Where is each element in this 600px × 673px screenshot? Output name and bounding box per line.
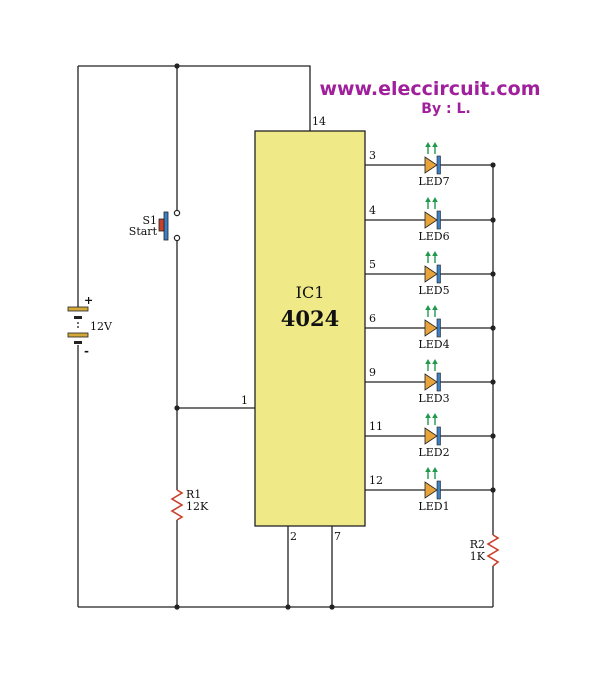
led-triangle xyxy=(424,373,438,391)
output-pin-label: 9 xyxy=(369,366,376,379)
r1-ref: R1 xyxy=(186,488,201,501)
led-label: LED1 xyxy=(418,500,449,513)
battery-plate-positive xyxy=(67,306,89,312)
switch-ref: S1 xyxy=(142,214,157,227)
light-arrow-head-icon xyxy=(432,467,438,472)
led-label: LED5 xyxy=(418,284,449,297)
led-cathode-bar xyxy=(436,426,441,446)
switch-contact-bottom xyxy=(173,234,181,242)
battery-plate-negative xyxy=(74,316,82,319)
led-triangle xyxy=(424,319,438,337)
light-arrow-head-icon xyxy=(432,413,438,418)
pin-label-vdd: 14 xyxy=(312,115,326,128)
light-arrow-head-icon xyxy=(425,197,431,202)
battery-voltage: 12V xyxy=(90,320,113,333)
switch-name: Start xyxy=(129,225,158,238)
r2-value: 1K xyxy=(470,550,486,563)
light-arrow-head-icon xyxy=(425,467,431,472)
battery-plate-negative-2 xyxy=(74,341,82,344)
pin-label-clock: 1 xyxy=(241,394,248,407)
r2-ref: R2 xyxy=(470,538,485,551)
light-arrow-head-icon xyxy=(425,413,431,418)
resistor-r2: R2 1K xyxy=(470,534,500,567)
light-arrow-head-icon xyxy=(425,142,431,147)
light-arrow-head-icon xyxy=(432,197,438,202)
resistor-r1: R1 12K xyxy=(170,488,209,521)
output-pin-label: 11 xyxy=(369,420,383,433)
led-label: LED6 xyxy=(418,230,449,243)
start-switch: S1 Start xyxy=(129,209,181,242)
led-cathode-bar xyxy=(436,210,441,230)
led-label: LED3 xyxy=(418,392,449,405)
light-arrow-head-icon xyxy=(432,142,438,147)
junction-dot xyxy=(174,405,180,411)
switch-actuator-bar xyxy=(163,211,169,241)
led-triangle xyxy=(424,156,438,174)
led-cathode-bar xyxy=(436,264,441,284)
led-label: LED7 xyxy=(418,175,449,188)
ic-part-number: 4024 xyxy=(281,306,339,331)
output-pin-label: 6 xyxy=(369,312,376,325)
ic-body xyxy=(254,130,366,527)
pin-label-reset: 2 xyxy=(290,530,297,543)
led-triangle xyxy=(424,265,438,283)
light-arrow-head-icon xyxy=(432,251,438,256)
junction-dot xyxy=(329,604,335,610)
led-cathode-bar xyxy=(436,480,441,500)
pin-label-gnd: 7 xyxy=(334,530,341,543)
ic-name: IC1 xyxy=(296,283,325,302)
output-pin-label: 4 xyxy=(369,204,376,217)
junction-dot xyxy=(490,487,496,493)
junction-dot xyxy=(490,325,496,331)
led-label: LED2 xyxy=(418,446,449,459)
led-label: LED4 xyxy=(418,338,449,351)
light-arrow-head-icon xyxy=(425,305,431,310)
battery-plate-positive-2 xyxy=(67,332,89,338)
junction-dot xyxy=(490,271,496,277)
output-pin-label: 3 xyxy=(369,149,376,162)
battery-minus-sign: - xyxy=(84,344,89,358)
author-credit: By : L. xyxy=(421,101,470,117)
r1-value: 12K xyxy=(186,500,209,513)
light-arrow-head-icon xyxy=(432,305,438,310)
site-watermark: www.eleccircuit.com xyxy=(319,78,540,100)
r1-zigzag xyxy=(170,489,184,521)
led-triangle xyxy=(424,481,438,499)
light-arrow-head-icon xyxy=(432,359,438,364)
junction-dot xyxy=(174,63,180,69)
led-cathode-bar xyxy=(436,155,441,175)
battery-plus-sign: + xyxy=(84,294,93,307)
junction-dot xyxy=(285,604,291,610)
junction-dot xyxy=(490,379,496,385)
led-cathode-bar xyxy=(436,318,441,338)
r2-zigzag xyxy=(486,534,500,567)
top-rail-wire xyxy=(78,65,311,131)
junction-dot xyxy=(490,162,496,168)
led-triangle xyxy=(424,211,438,229)
junction-dot xyxy=(174,604,180,610)
output-pin-label: 5 xyxy=(369,258,376,271)
junction-dot xyxy=(490,433,496,439)
battery: + - 12V xyxy=(67,294,113,358)
light-arrow-head-icon xyxy=(425,251,431,256)
output-pin-label: 12 xyxy=(369,474,383,487)
junction-dot xyxy=(490,217,496,223)
led-triangle xyxy=(424,427,438,445)
light-arrow-head-icon xyxy=(425,359,431,364)
switch-button-cap xyxy=(158,218,165,232)
led-cathode-bar xyxy=(436,372,441,392)
switch-contact-top xyxy=(173,209,181,217)
